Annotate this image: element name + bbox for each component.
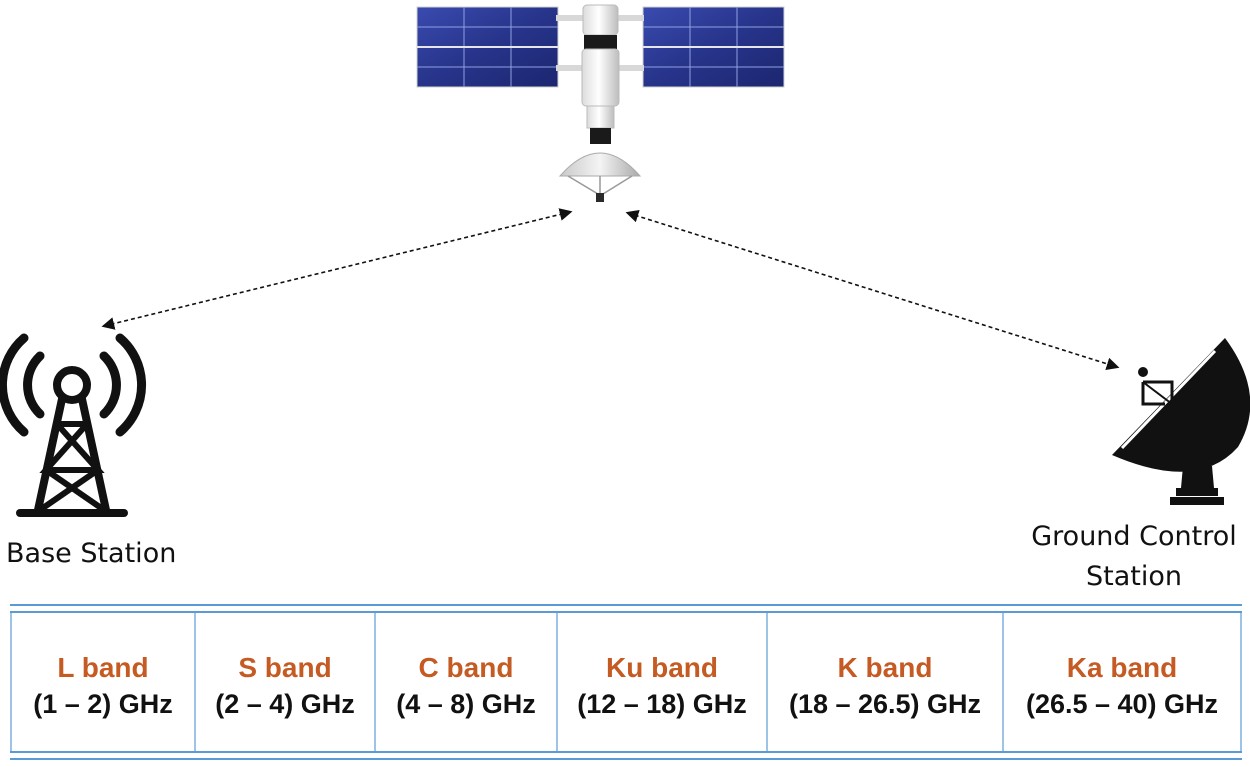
band-name: L band (57, 652, 149, 683)
band-range: (18 – 26.5) GHz (788, 689, 982, 719)
band-range: (4 – 8) GHz (396, 689, 536, 719)
band-cell-ka: Ka band (26.5 – 40) GHz (1004, 613, 1240, 751)
band-range: (26.5 – 40) GHz (1025, 689, 1219, 719)
band-range: (1 – 2) GHz (33, 689, 173, 719)
frequency-band-row: L band (1 – 2) GHz S band (2 – 4) GHz C … (10, 613, 1242, 751)
band-name: K band (837, 652, 933, 683)
band-name: Ka band (1066, 652, 1178, 683)
left-solar-panel (416, 6, 559, 88)
frequency-band-table: L band (1 – 2) GHz S band (2 – 4) GHz C … (10, 604, 1242, 760)
satellite-icon (416, 4, 785, 202)
band-cell-ku: Ku band (12 – 18) GHz (558, 613, 768, 751)
ground-control-label-line-2: Station (1086, 561, 1182, 592)
ground-control-label-line-1: Ground Control (1031, 521, 1237, 552)
band-cell-c: C band (4 – 8) GHz (376, 613, 558, 751)
band-cell-s: S band (2 – 4) GHz (196, 613, 376, 751)
right-solar-panel (642, 6, 785, 88)
ground-control-station-label: Ground Control Station (1022, 517, 1246, 597)
band-name: S band (238, 652, 332, 683)
link-satellite-ground (625, 209, 1120, 371)
satellite-dish-icon (1112, 338, 1250, 505)
band-cell-k: K band (18 – 26.5) GHz (768, 613, 1004, 751)
link-satellite-base (101, 208, 573, 330)
band-cell-l: L band (1 – 2) GHz (12, 613, 196, 751)
band-range: (12 – 18) GHz (577, 689, 747, 719)
cell-tower-icon (0, 333, 146, 517)
base-station-label: Base Station (6, 538, 177, 569)
band-range: (2 – 4) GHz (215, 689, 355, 719)
band-name: C band (418, 652, 514, 683)
band-name: Ku band (606, 652, 718, 683)
